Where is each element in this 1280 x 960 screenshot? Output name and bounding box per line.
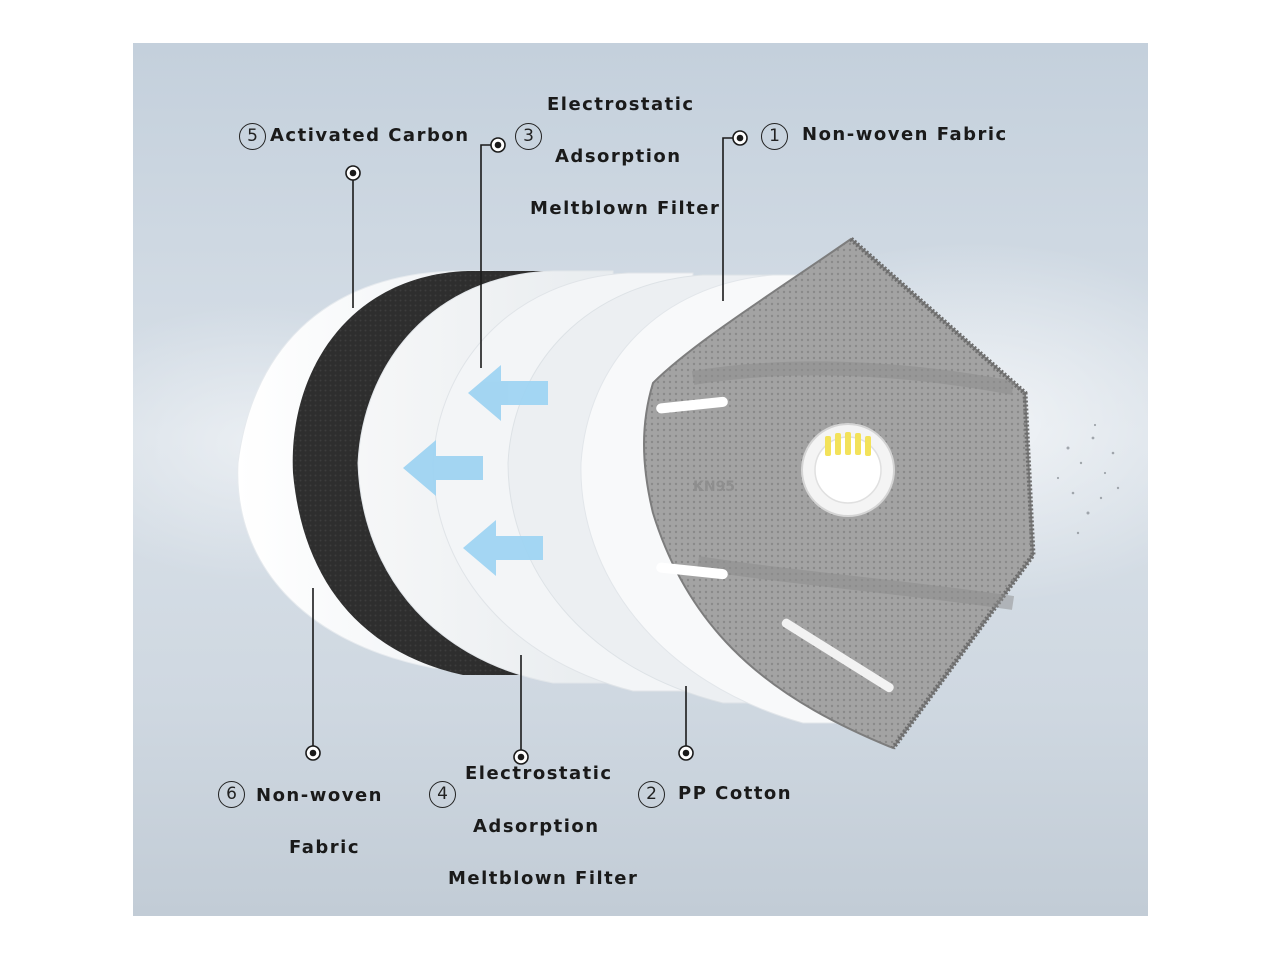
layer-5-label: Activated Carbon [270,125,470,147]
layer-number-2: 2 [638,781,665,808]
mask-print: KN95 [693,479,735,495]
layer-4-label-line-2: Adsorption [473,816,600,838]
particle-spray [1057,424,1119,534]
exhalation-valve [802,424,894,516]
layer-number-1: 1 [761,123,788,150]
layer-1-label: Non-woven Fabric [802,124,1008,146]
layer-number-6: 6 [218,781,245,808]
layer-3-label-line-1: Electrostatic [547,94,695,116]
layer-4-label-line-1: Electrostatic [465,763,613,785]
diagram-panel: KN95 [133,43,1148,916]
layer-2-label: PP Cotton [678,783,792,805]
layer-number-4: 4 [429,781,456,808]
layer-3-label-line-2: Adsorption [555,146,682,168]
layer-3-label-line-3: Meltblown Filter [530,198,720,220]
layer-4-label-line-3: Meltblown Filter [448,868,638,890]
layer-number-5: 5 [239,123,266,150]
layer-number-3: 3 [515,123,542,150]
layer-6-label-line-1: Non-woven [256,785,383,807]
layer-6-label-line-2: Fabric [289,837,360,859]
